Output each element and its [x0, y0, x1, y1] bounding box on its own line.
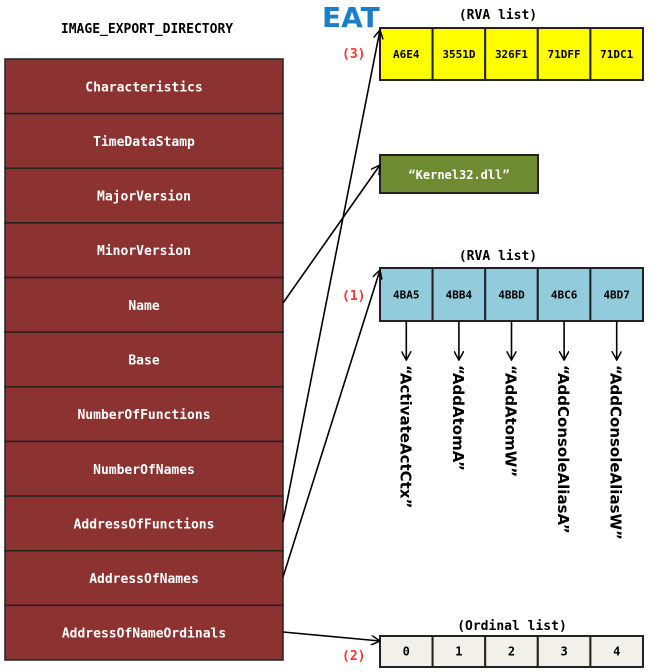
eat-value: 71DFF	[548, 48, 581, 61]
name-rva-value: 4BA5	[393, 289, 420, 302]
name-rva-cell	[431, 267, 487, 322]
eat-title: EAT	[322, 1, 380, 34]
name-rva-value: 4BBD	[498, 289, 525, 302]
eat-value: 71DC1	[600, 48, 633, 61]
eat-value: 3551D	[442, 48, 475, 61]
name-arrow	[282, 165, 380, 304]
struct-field-row	[4, 549, 284, 607]
address-of-name-ordinals-arrow	[282, 631, 380, 641]
name-rva-cell	[536, 267, 592, 322]
eat-marker: (3)	[342, 47, 365, 62]
eat-cell	[379, 27, 434, 81]
name-rva-cell	[589, 267, 645, 322]
ordinal-value: 2	[508, 645, 515, 659]
ordinal-value: 3	[560, 645, 567, 659]
struct-field-row	[4, 58, 284, 115]
eat-value: 326F1	[495, 48, 528, 61]
ordinal-value: 4	[613, 645, 620, 659]
ordinal-value: 0	[403, 645, 410, 659]
struct-field-row	[4, 440, 284, 497]
ordinal-cell	[589, 635, 645, 668]
name-rva-cell	[484, 267, 539, 322]
struct-field-label: Name	[128, 299, 159, 314]
struct-field-label: NumberOfFunctions	[77, 408, 210, 423]
struct-field-label: Characteristics	[85, 80, 202, 95]
struct-field-label: Base	[128, 354, 159, 369]
names-marker: (1)	[342, 289, 365, 304]
ordinals-caption: (Ordinal list)	[457, 619, 567, 634]
struct-field-label: NumberOfNames	[93, 463, 195, 478]
function-name-string: “AddAtomW”	[502, 365, 520, 477]
ordinals-marker: (2)	[342, 649, 365, 664]
struct-field-label: AddressOfNames	[89, 572, 199, 587]
struct-field-row	[4, 167, 284, 224]
eat-cell	[589, 27, 645, 81]
struct-field-row	[4, 112, 284, 170]
function-name-string: “AddConsoleAliasA”	[554, 365, 572, 534]
eat-cell	[484, 27, 539, 81]
name-rva-value: 4BD7	[603, 289, 630, 302]
struct-title: IMAGE_EXPORT_DIRECTORY	[61, 22, 233, 37]
function-name-string: “AddConsoleAliasW”	[607, 365, 625, 540]
struct-field-label: MajorVersion	[97, 190, 191, 205]
struct-field-label: TimeDataStamp	[93, 135, 195, 150]
name-rva-value: 4BB4	[446, 289, 473, 302]
struct-field-row	[4, 222, 284, 279]
name-rva-value: 4BC6	[551, 289, 578, 302]
dll-name-text: “Kernel32.dll”	[408, 168, 509, 182]
eat-value: A6E4	[393, 48, 420, 61]
function-name-string: “ActivateActCtx”	[396, 365, 414, 508]
struct-field-label: AddressOfNameOrdinals	[62, 627, 226, 642]
ordinal-cell	[536, 635, 592, 668]
struct-field-row	[4, 331, 284, 388]
struct-field-label: AddressOfFunctions	[74, 517, 215, 532]
function-name-string: “AddAtomA”	[449, 365, 467, 471]
address-of-functions-arrow	[282, 30, 380, 523]
eat-cell	[431, 27, 487, 81]
eat-caption: (RVA list)	[459, 8, 537, 23]
struct-field-label: MinorVersion	[97, 244, 191, 259]
ordinal-cell	[379, 635, 434, 668]
address-of-names-arrow	[282, 270, 380, 578]
ordinal-value: 1	[455, 645, 462, 659]
names-caption: (RVA list)	[459, 249, 537, 264]
